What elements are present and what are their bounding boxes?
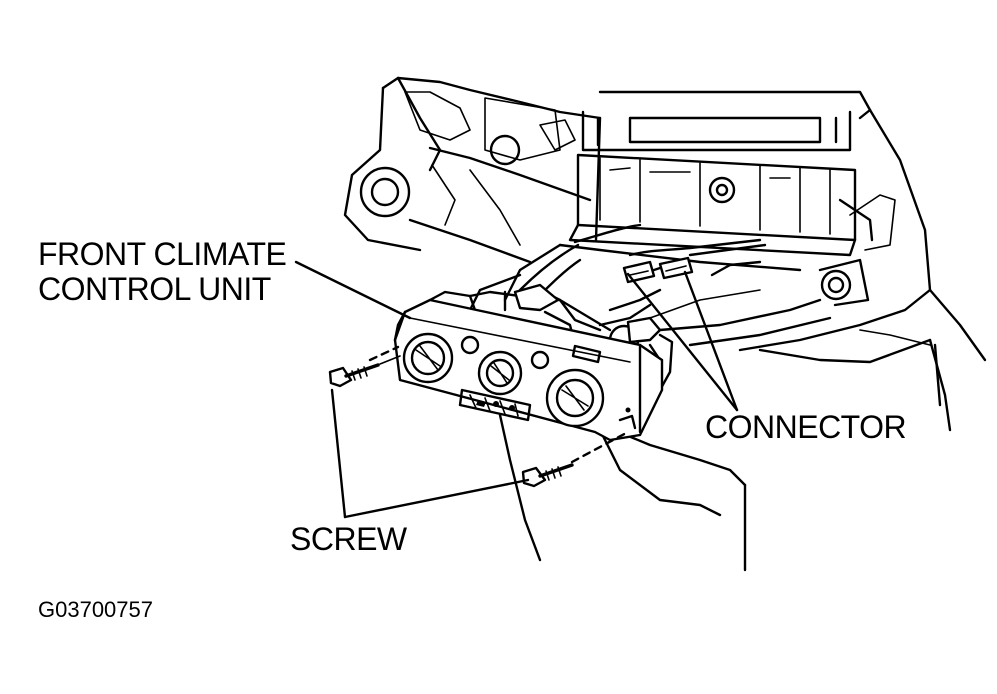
dashboard-outline [343,76,987,432]
center-stack [568,110,874,307]
screw-icon-2 [521,430,630,488]
climate-control-unit [393,298,664,442]
leader-lines [294,260,739,519]
label-screw: SCREW [290,521,407,557]
console-opening [468,243,931,572]
label-front-climate: FRONT CLIMATE [38,236,287,272]
label-control-unit: CONTROL UNIT [38,271,271,307]
label-connector: CONNECTOR [705,409,907,445]
connector-icon [622,256,694,284]
figure-id: G03700757 [38,597,153,622]
screw-icon [328,345,401,388]
